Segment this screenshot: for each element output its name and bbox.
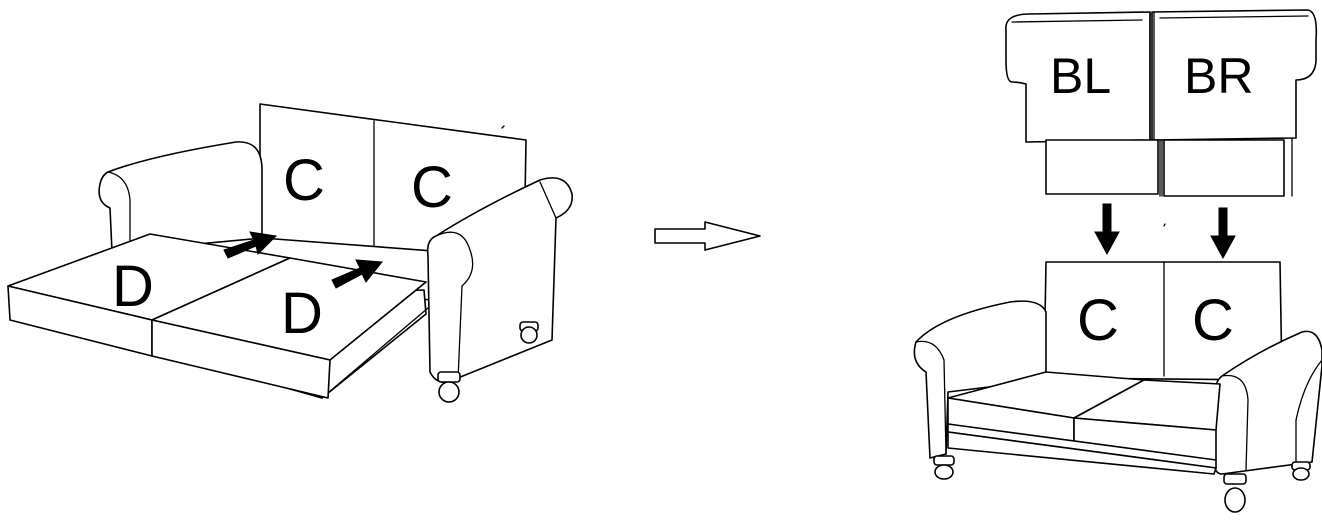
insert-arrow-icon — [223, 231, 278, 259]
back-left-panel — [1005, 11, 1151, 143]
hollow-right-arrow-icon — [654, 221, 761, 251]
back-right-board — [1163, 139, 1285, 197]
left-sofa-front-foot — [437, 371, 461, 403]
back-panels: BL BR — [1005, 9, 1318, 197]
label-left-seat-cushion-2: D — [281, 281, 323, 346]
back-right-panel — [1151, 9, 1318, 141]
right-sofa-left-arm — [913, 300, 1047, 459]
right-sofa-foot-left — [933, 455, 955, 480]
label-left-back-cushion-1: C — [283, 148, 325, 213]
left-sofa: C C D D — [7, 103, 573, 403]
label-back-left-panel: BL — [1050, 48, 1111, 104]
label-back-right-panel: BR — [1184, 48, 1253, 104]
right-sofa: C C — [913, 261, 1322, 513]
label-left-back-cushion-2: C — [411, 155, 453, 220]
label-right-back-cushion-1: C — [1077, 288, 1119, 353]
back-left-board — [1045, 139, 1159, 195]
left-sofa-left-arm — [98, 141, 263, 253]
label-right-back-cushion-2: C — [1192, 288, 1234, 353]
left-sofa-back-foot — [519, 321, 539, 344]
label-left-seat-cushion-1: D — [112, 254, 154, 319]
attach-down-arrow-icon — [1210, 207, 1236, 260]
attach-down-arrow-icon — [1094, 203, 1120, 256]
right-sofa-foot-right — [1291, 461, 1311, 481]
insert-arrow-icon — [331, 259, 383, 289]
right-sofa-foot-center — [1223, 473, 1247, 513]
